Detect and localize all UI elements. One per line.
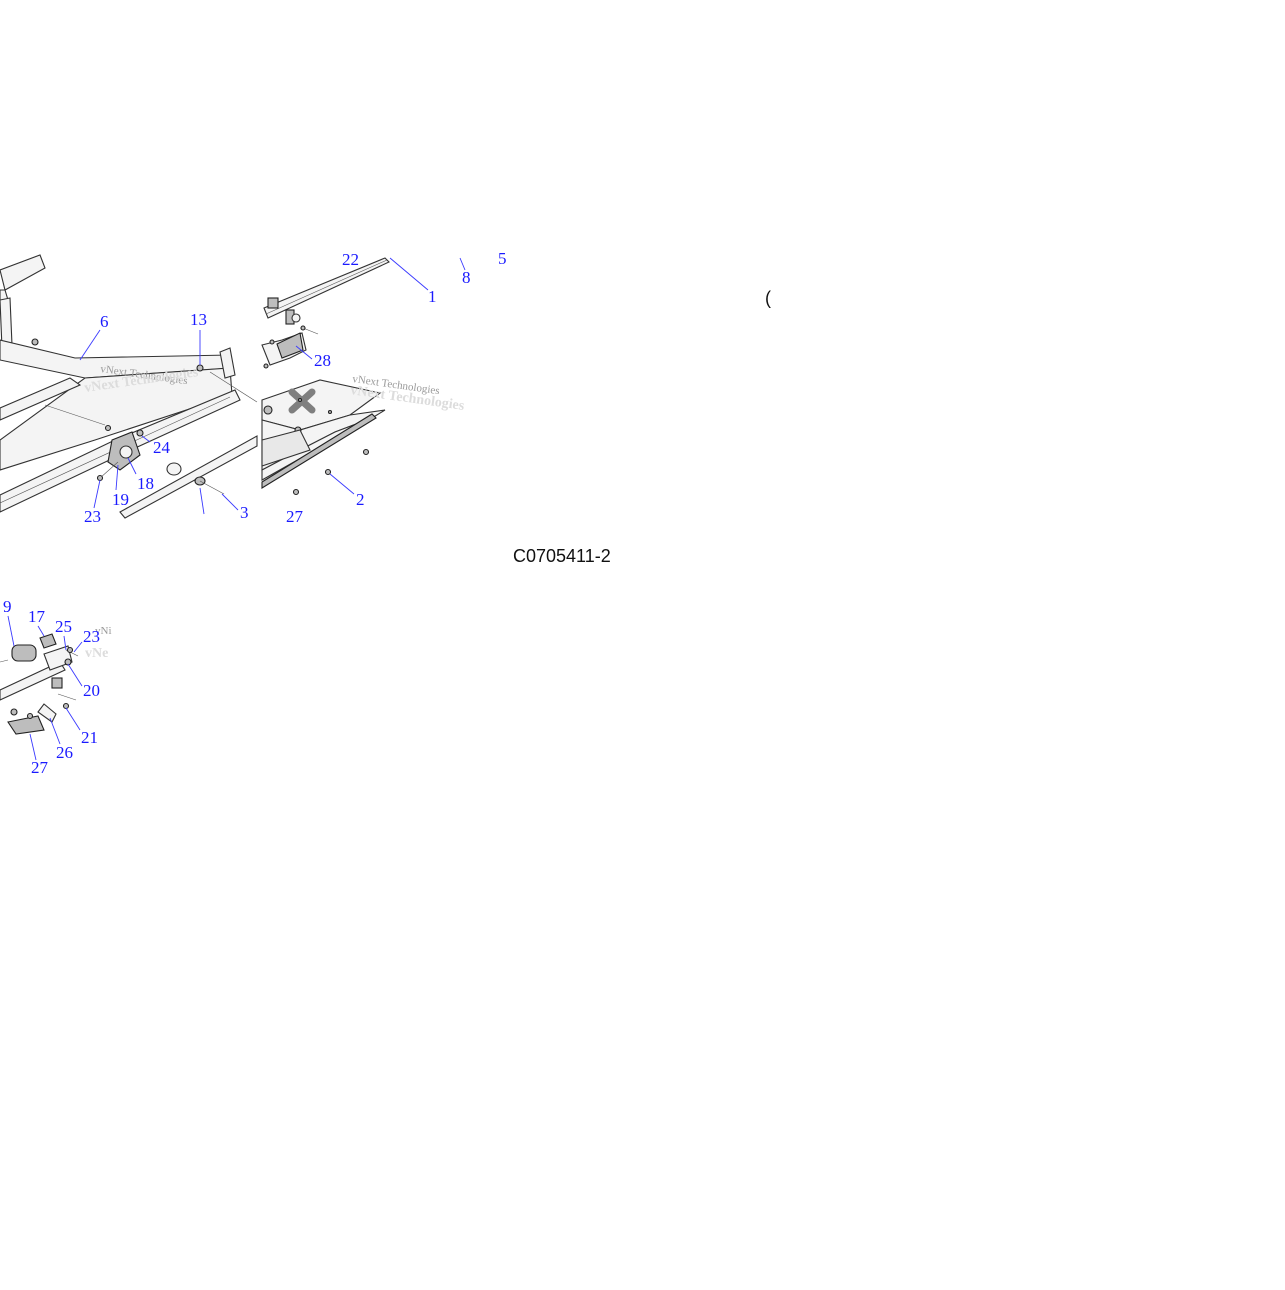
callout-28: 28	[314, 351, 331, 370]
callout-5: 5	[498, 249, 507, 268]
callout-27-bottom: 27	[31, 758, 49, 777]
callout-23-bottom: 23	[83, 627, 100, 646]
callout-23: 23	[84, 507, 101, 526]
stray-glyph: (	[765, 288, 771, 308]
drawing-code: C0705411-2	[513, 546, 611, 566]
callout-8: 8	[462, 268, 471, 287]
callout-6: 6	[100, 312, 109, 331]
callout-20: 20	[83, 681, 100, 700]
frame-rail-assembly	[0, 254, 258, 519]
callout-9: 9	[3, 597, 12, 616]
callout-3: 3	[240, 503, 249, 522]
watermark-short: vNi	[95, 625, 112, 637]
callout-2: 2	[356, 490, 365, 509]
svg-text:vNe: vNe	[85, 646, 108, 661]
callout-17: 17	[28, 607, 46, 626]
callout-25: 25	[55, 617, 72, 636]
callout-26: 26	[56, 743, 73, 762]
hinge-detail: vNi vNe	[0, 625, 112, 735]
callout-18: 18	[137, 474, 154, 493]
callout-13: 13	[190, 310, 207, 329]
callouts-bottom: 9 17 25 23 20 21 26 27	[3, 597, 100, 777]
callout-1: 1	[428, 287, 437, 306]
callouts-top: 22 8 5 1 6 13 28 24 18 19 23 3 27 2	[79, 249, 507, 526]
callout-27-top: 27	[286, 507, 304, 526]
callout-22: 22	[342, 250, 359, 269]
callout-24: 24	[153, 438, 171, 457]
callout-21: 21	[81, 728, 98, 747]
callout-19: 19	[112, 490, 129, 509]
